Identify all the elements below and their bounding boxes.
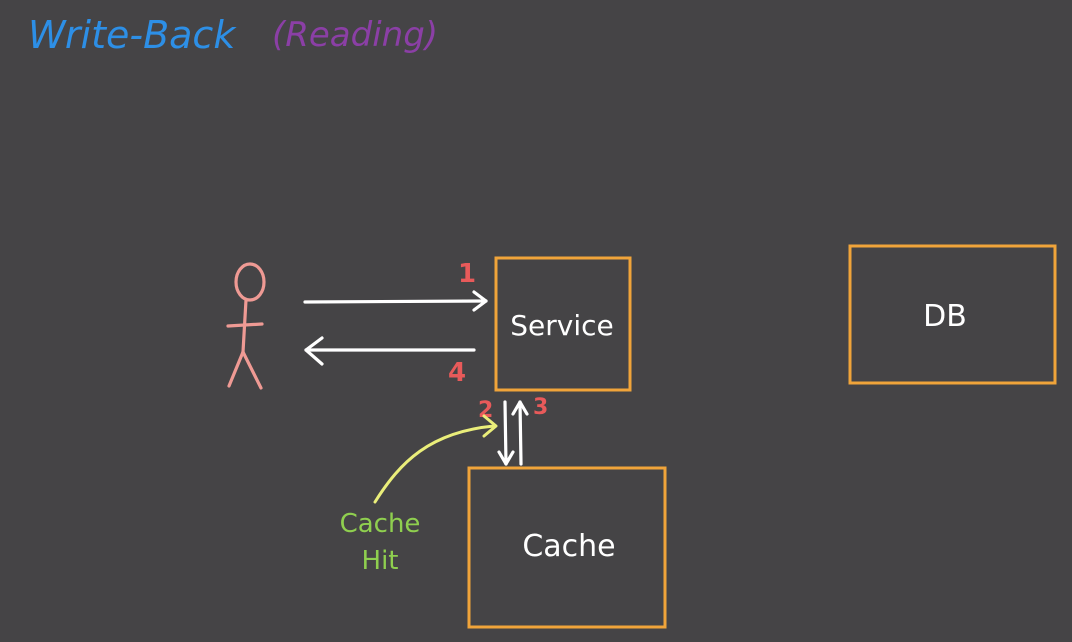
step-number-4: 4 (448, 358, 466, 388)
cache-response-arrow (511, 400, 529, 466)
service-box (494, 256, 632, 392)
cache-box (467, 466, 667, 629)
diagram-subtitle: (Reading) (272, 15, 438, 55)
cache-hit-label-line2: Hit (362, 546, 399, 576)
cache-lookup-arrow (497, 400, 515, 466)
response-arrow (304, 336, 476, 366)
cache-label: Cache (522, 529, 615, 564)
service-label: Service (510, 309, 613, 342)
cache-hit-pointer-arrow (373, 414, 498, 504)
stick-figure-user-icon (226, 262, 266, 390)
cache-hit-label-line1: Cache (340, 509, 421, 539)
db-label: DB (923, 299, 967, 334)
diagram-title: Write-Back (28, 13, 237, 57)
step-number-1: 1 (458, 259, 476, 289)
step-number-3: 3 (533, 395, 548, 420)
step-number-2: 2 (478, 398, 493, 423)
request-arrow (303, 290, 488, 312)
db-box (848, 244, 1057, 385)
